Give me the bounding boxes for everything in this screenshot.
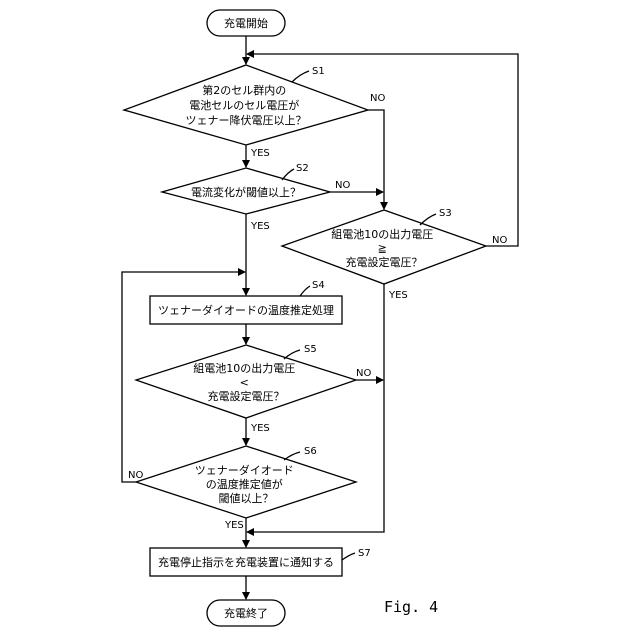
decision-s6-line-2: の温度推定値が — [206, 477, 283, 491]
s1-yes-label: YES — [250, 148, 270, 159]
s3-no-label: NO — [492, 235, 507, 246]
decision-s2-tag: S2 — [296, 163, 309, 174]
decision-s3-line-1: 組電池10の出力電圧 — [331, 227, 433, 241]
process-s4-tag-leader — [300, 286, 310, 296]
process-s4-tag: S4 — [312, 280, 325, 291]
decision-s6-tag: S6 — [304, 446, 317, 457]
process-s7-text: 充電停止指示を充電装置に通知する — [158, 555, 334, 569]
decision-s1-text: 第2のセル群内の 電池セルのセル電圧が ツェナー降伏電圧以上？ — [186, 83, 307, 127]
decision-s3-tag-leader — [420, 214, 436, 225]
decision-s3-line-3: 充電設定電圧？ — [346, 255, 423, 269]
process-s4-text: ツェナーダイオードの温度推定処理 — [158, 303, 334, 317]
decision-s1-line-2: 電池セルのセル電圧が — [189, 98, 299, 112]
s6-no-label: NO — [128, 470, 143, 481]
decision-s3-tag: S3 — [439, 208, 452, 219]
decision-s2-text: 電流変化が閾値以上？ — [191, 185, 301, 199]
s5-no-label: NO — [356, 368, 371, 379]
process-s7-tag: S7 — [358, 548, 371, 559]
s6-yes-label: YES — [224, 520, 244, 531]
s2-no-label: NO — [335, 180, 350, 191]
decision-s5-tag-leader — [284, 350, 300, 359]
decision-s1-line-3: ツェナー降伏電圧以上？ — [186, 113, 307, 127]
decision-s1-tag-leader — [292, 71, 309, 82]
decision-s6-line-1: ツェナーダイオード — [195, 463, 294, 477]
s2-yes-label: YES — [250, 221, 270, 232]
decision-s2-tag-leader — [282, 169, 294, 180]
decision-s5-line-2: < — [240, 376, 249, 389]
s3-yes-label: YES — [388, 290, 408, 301]
decision-s1-line-1: 第2のセル群内の — [202, 83, 286, 97]
decision-s5-line-3: 充電設定電圧？ — [208, 389, 285, 403]
start-label: 充電開始 — [224, 16, 268, 30]
s1-no-label: NO — [370, 93, 385, 104]
arrow-s1-no-to-s3 — [368, 110, 384, 209]
figure-label: Fig. 4 — [384, 598, 438, 616]
decision-s3-line-2: ≧ — [378, 242, 387, 255]
decision-s5-tag: S5 — [304, 344, 317, 355]
decision-s6-line-3: 閾値以上？ — [219, 492, 274, 505]
decision-s1-tag: S1 — [312, 66, 325, 77]
s5-yes-label: YES — [250, 423, 270, 434]
decision-s5-line-1: 組電池10の出力電圧 — [193, 361, 295, 375]
process-s7-tag-leader — [342, 553, 355, 560]
decision-s6-tag-leader — [284, 452, 300, 460]
end-label: 充電終了 — [224, 606, 268, 620]
